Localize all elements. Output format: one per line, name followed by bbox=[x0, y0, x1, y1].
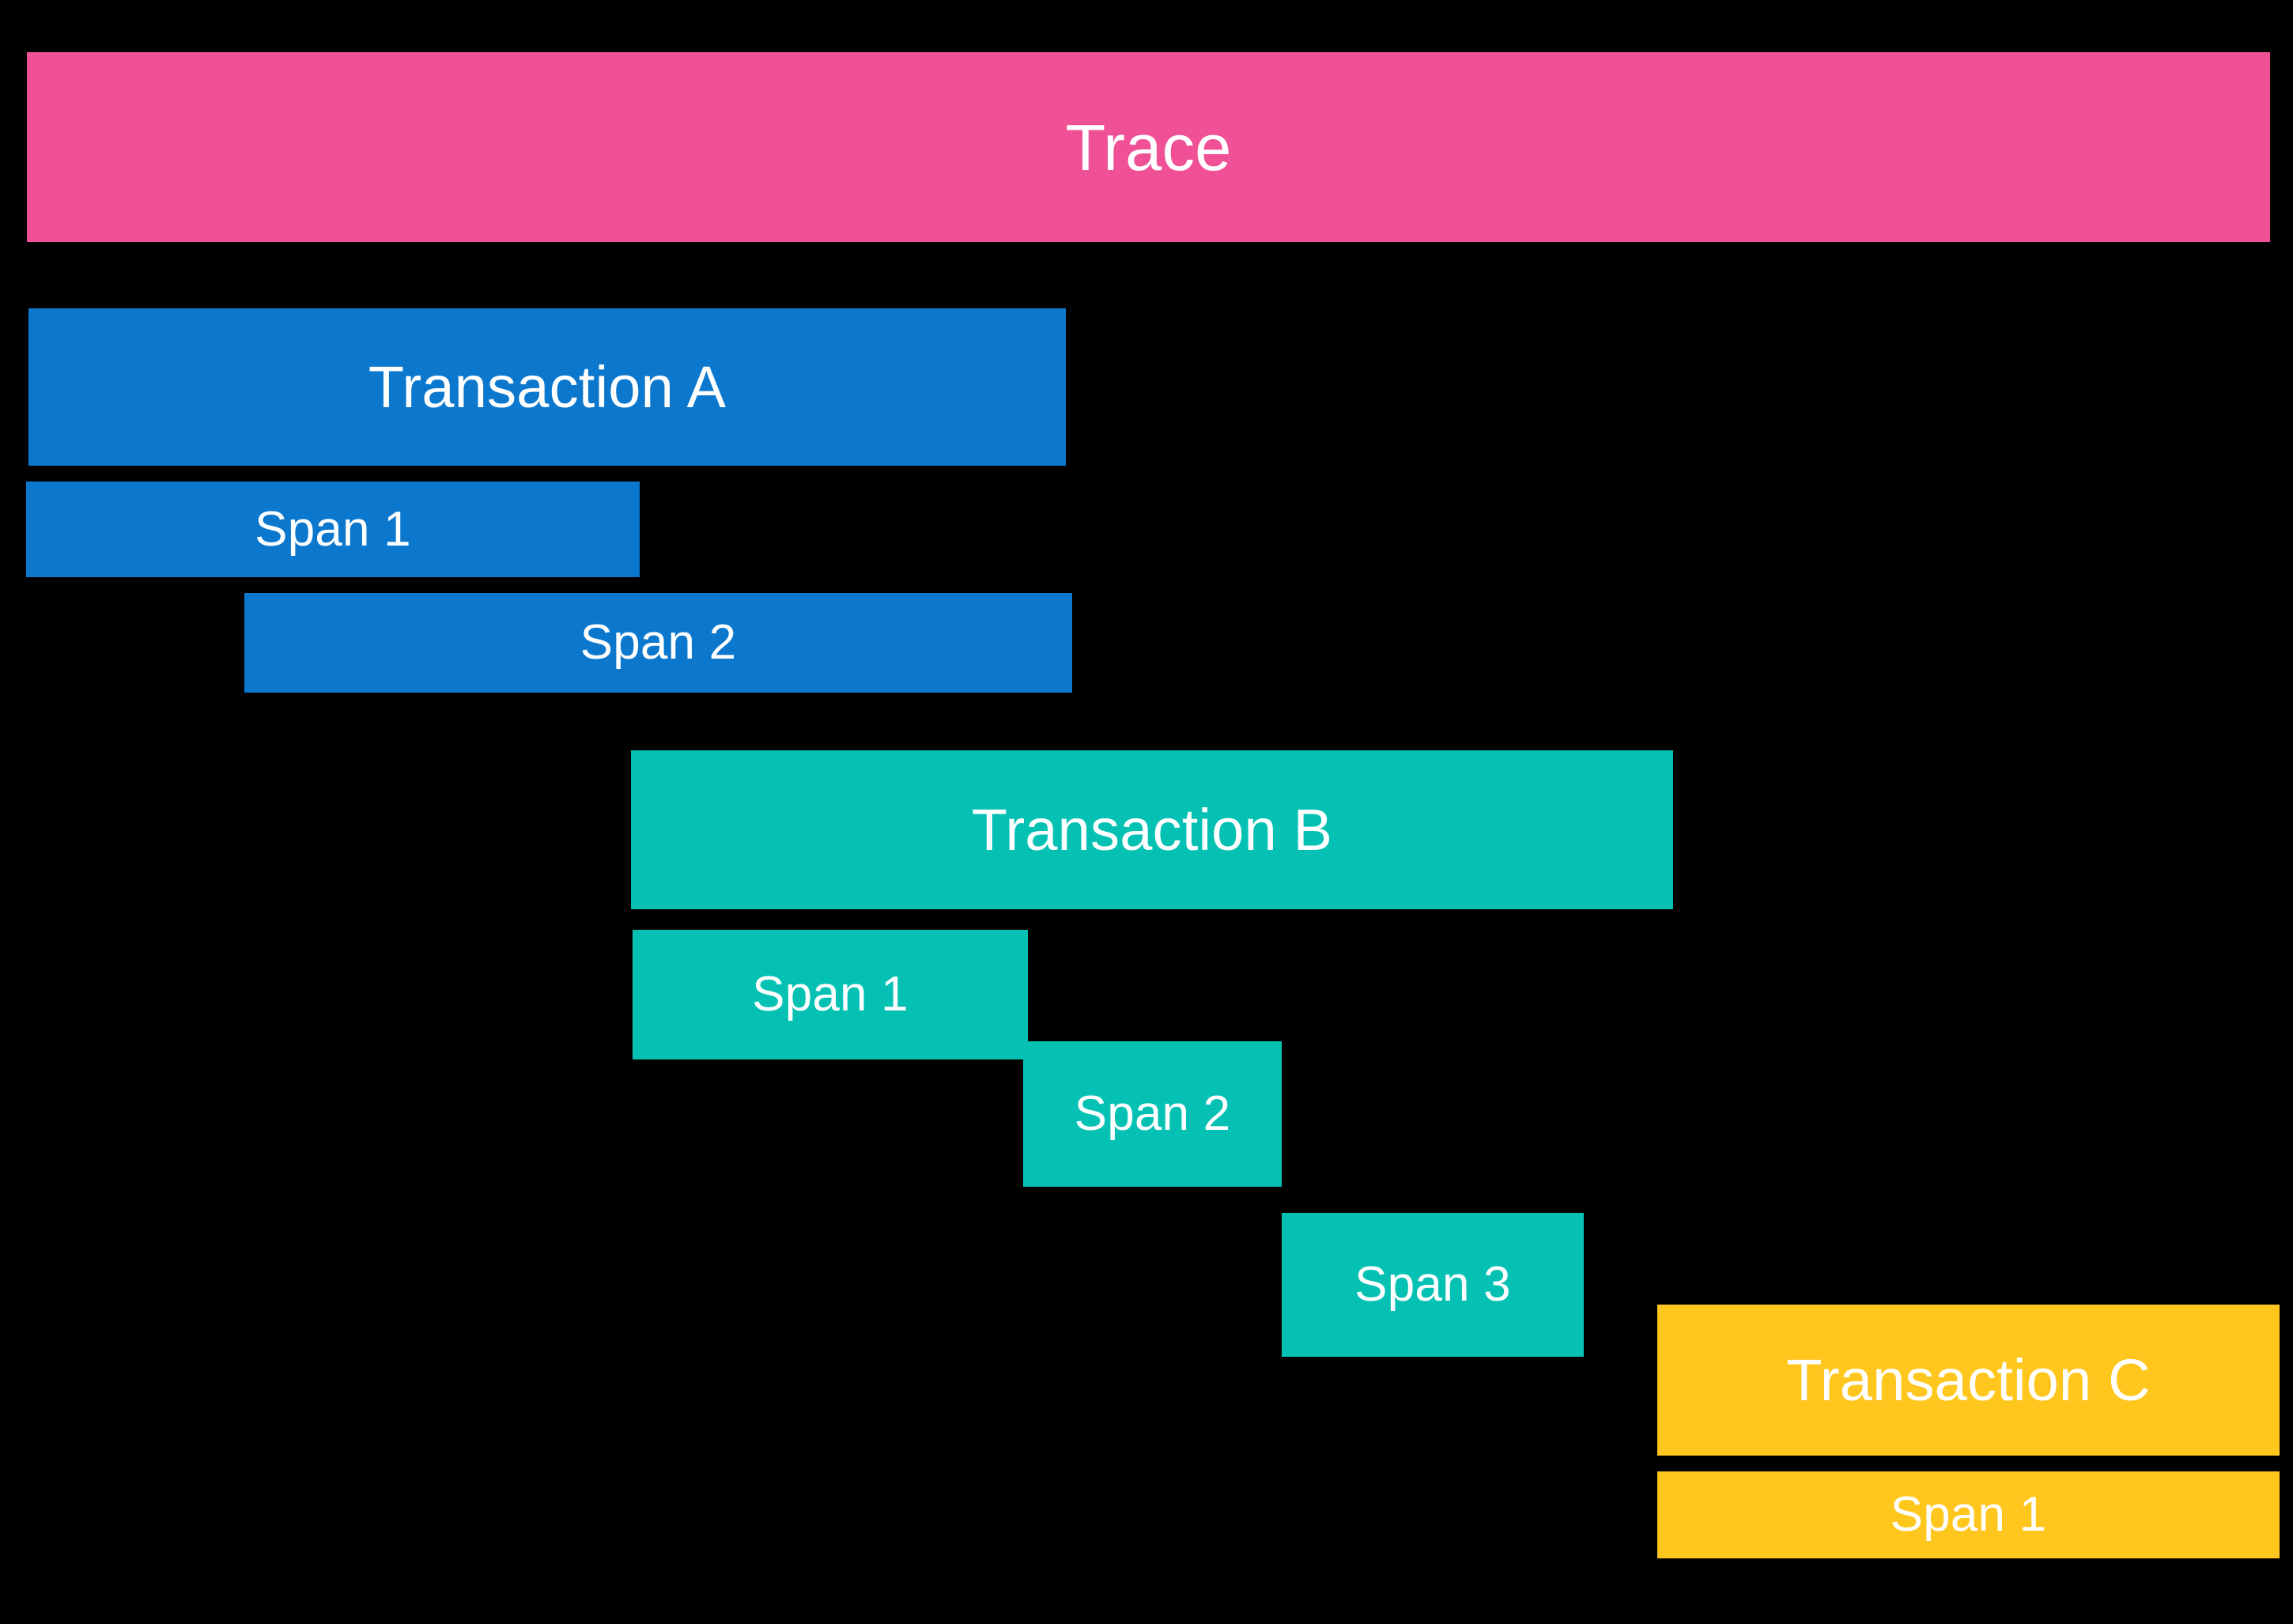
trace-bar-label: Trace bbox=[1065, 110, 1232, 184]
transaction-b-span-1-bar[interactable]: Span 1 bbox=[633, 930, 1028, 1059]
transaction-a-label: Transaction A bbox=[368, 353, 727, 420]
transaction-b-span-2-label: Span 2 bbox=[1074, 1086, 1231, 1141]
transaction-b-span-3-label: Span 3 bbox=[1354, 1257, 1511, 1312]
trace-bar[interactable]: Trace bbox=[27, 52, 2270, 242]
transaction-a-span-1-bar[interactable]: Span 1 bbox=[26, 482, 640, 577]
transaction-c-span-1-label: Span 1 bbox=[1890, 1487, 2047, 1542]
transaction-a-span-2-label: Span 2 bbox=[580, 615, 737, 670]
transaction-c-label: Transaction C bbox=[1786, 1346, 2151, 1413]
transaction-b-bar[interactable]: Transaction B bbox=[631, 750, 1673, 909]
transaction-b-span-2-bar[interactable]: Span 2 bbox=[1023, 1041, 1282, 1187]
transaction-b-label: Transaction B bbox=[971, 796, 1333, 863]
transaction-c-bar[interactable]: Transaction C bbox=[1657, 1305, 2280, 1456]
transaction-b-span-1-label: Span 1 bbox=[752, 967, 909, 1022]
transaction-a-span-2-bar[interactable]: Span 2 bbox=[244, 593, 1072, 693]
transaction-a-bar[interactable]: Transaction A bbox=[28, 308, 1066, 466]
transaction-a-span-1-label: Span 1 bbox=[255, 501, 411, 557]
transaction-c-span-1-bar[interactable]: Span 1 bbox=[1657, 1471, 2280, 1558]
transaction-b-span-3-bar[interactable]: Span 3 bbox=[1282, 1213, 1584, 1357]
